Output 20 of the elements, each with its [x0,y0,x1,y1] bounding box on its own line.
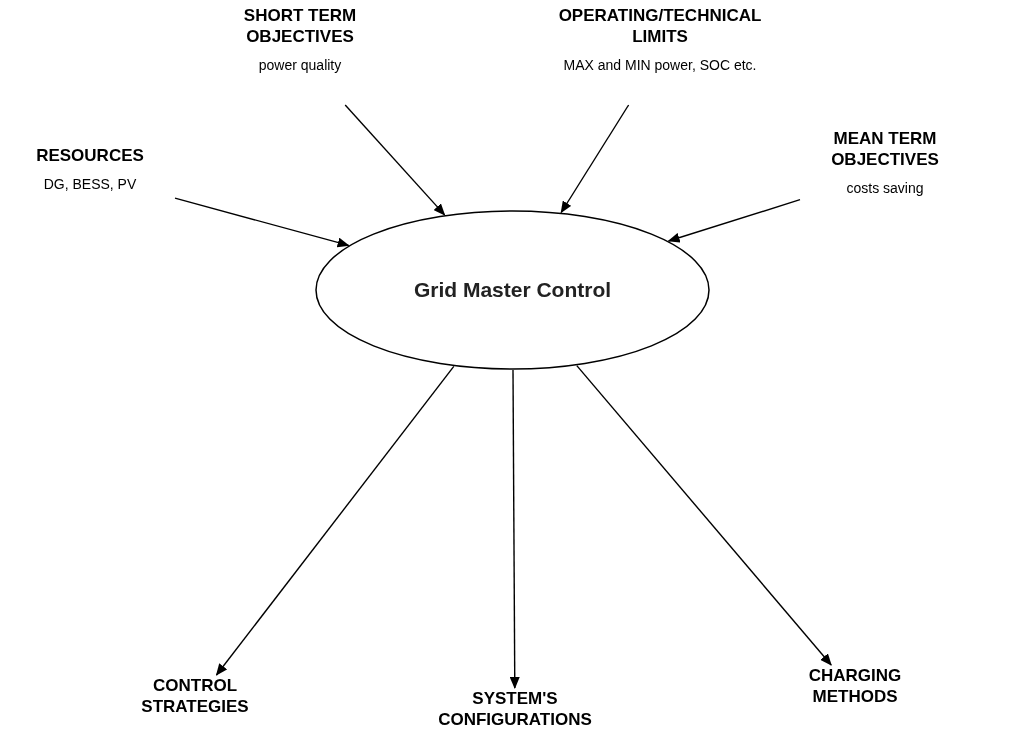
arrow [560,104,630,214]
arrow [576,364,832,666]
node-heading: SYSTEM'S CONFIGURATIONS [437,688,593,730]
arrow [667,199,801,243]
node-heading: RESOURCES [36,145,144,166]
node-heading: CHARGING METHODS [807,665,903,707]
node-heading: OPERATING/TECHNICAL LIMITS [557,5,763,47]
process-ellipse [315,210,710,370]
node-heading: SHORT TERM OBJECTIVES [242,5,358,47]
arrow [509,369,520,689]
node-heading: CONTROL STRATEGIES [140,675,250,717]
arrow [174,197,350,248]
node-description: power quality [258,57,342,73]
node-description: costs saving [846,180,924,196]
node-title: Grid Master Control [413,278,612,302]
arrow [344,104,446,216]
arrow [215,365,455,676]
node-description: DG, BESS, PV [43,176,137,192]
node-description: MAX and MIN power, SOC etc. [563,57,757,73]
node-heading: MEAN TERM OBJECTIVES [830,128,940,170]
